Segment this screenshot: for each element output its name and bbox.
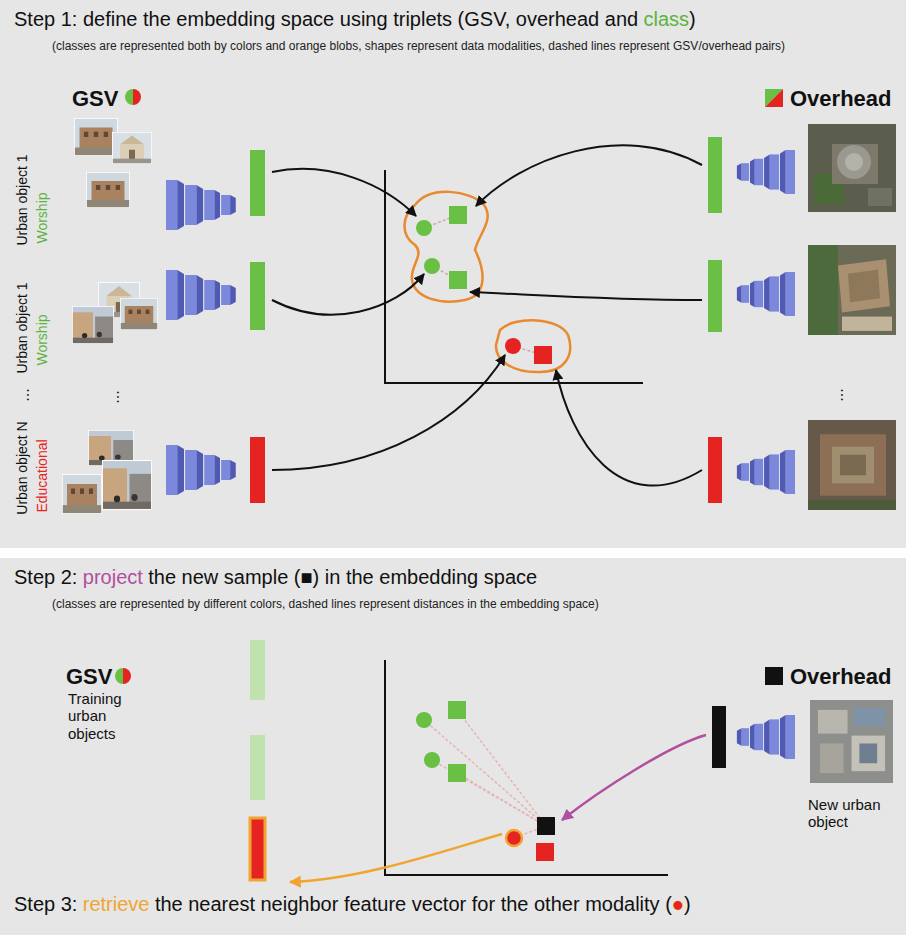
- heading-text: ): [689, 8, 696, 31]
- heading-text: Step 1: define the embedding space using…: [14, 8, 638, 31]
- class-label: Worship: [34, 192, 50, 243]
- modality-label: GSV: [72, 86, 118, 111]
- heading-text: ●: [672, 893, 684, 916]
- object-label: Urban object 1: [14, 154, 30, 245]
- heading-text: project: [83, 566, 143, 589]
- heading-text: ): [684, 893, 691, 916]
- class-label: Worship: [34, 314, 50, 365]
- heading-text: class: [644, 8, 690, 31]
- heading-text: the nearest neighbor feature vector for …: [155, 893, 672, 916]
- modality-label: Overhead: [790, 86, 892, 111]
- object-label: Urban object N: [14, 421, 30, 514]
- modality-label: Overhead: [790, 664, 892, 689]
- subtitle: (classes are represented both by colors …: [52, 40, 785, 54]
- heading-text: Step 2:: [14, 566, 77, 589]
- ellipsis: ...: [23, 388, 41, 401]
- class-label: Educational: [34, 439, 50, 512]
- heading-text: the new sample (■) in the embedding spac…: [148, 566, 537, 589]
- note: Training urban objects: [68, 690, 148, 742]
- heading-row: Step 3: retrievethe nearest neighbor feat…: [14, 893, 691, 916]
- heading-row: Step 1: define the embedding space using…: [14, 8, 696, 31]
- heading-text: Step 3:: [14, 893, 77, 916]
- ellipsis: ...: [837, 388, 855, 401]
- note: New urban object: [808, 796, 892, 831]
- object-label: Urban object 1: [14, 282, 30, 373]
- subtitle: (classes are represented by different co…: [52, 598, 599, 612]
- modality-label: GSV: [66, 664, 112, 689]
- ellipsis: ...: [113, 390, 131, 403]
- heading-text: retrieve: [83, 893, 150, 916]
- heading-row: Step 2: projectthe new sample (■) in the …: [14, 566, 537, 589]
